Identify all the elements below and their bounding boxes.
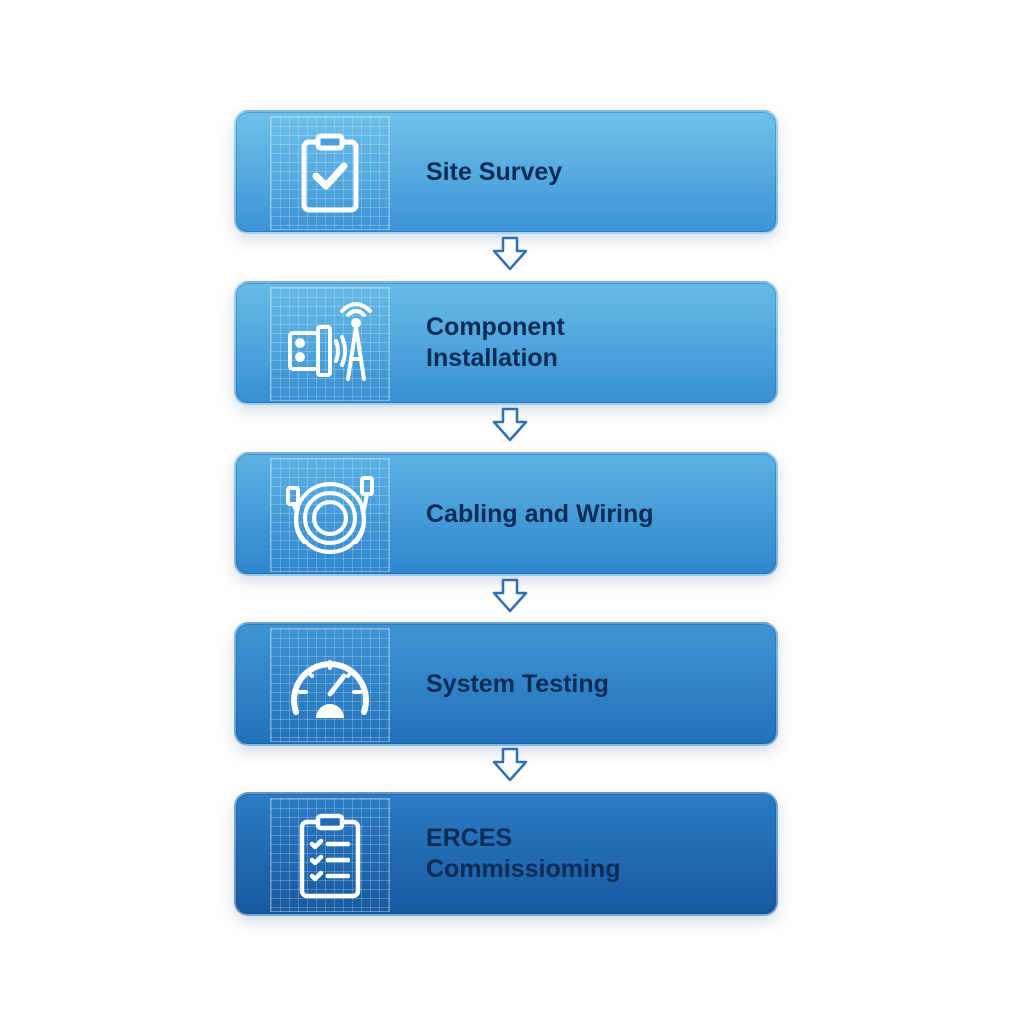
clipboard-check-icon <box>280 126 380 222</box>
icon-grid-background <box>270 628 390 742</box>
down-arrow-icon <box>490 578 530 614</box>
step-component-installation: Component Installation <box>234 281 778 405</box>
antenna-equipment-icon <box>280 297 380 393</box>
step-site-survey: Site Survey <box>234 110 778 234</box>
step-erces-commissioning: ERCES Commissioming <box>234 792 778 916</box>
down-arrow-icon <box>490 236 530 272</box>
cable-coil-icon <box>280 468 380 564</box>
down-arrow-icon <box>490 407 530 443</box>
gauge-icon <box>280 638 380 734</box>
step-system-testing: System Testing <box>234 622 778 746</box>
step-label: ERCES Commissioming <box>426 824 621 883</box>
step-label: Site Survey <box>426 157 563 186</box>
step-label: Cabling and Wiring <box>426 499 654 528</box>
down-arrow-icon <box>490 747 530 783</box>
step-label: Component Installation <box>426 313 565 372</box>
step-label: System Testing <box>426 669 609 698</box>
checklist-clipboard-icon <box>280 808 380 904</box>
step-cabling-and-wiring: Cabling and Wiring <box>234 452 778 576</box>
